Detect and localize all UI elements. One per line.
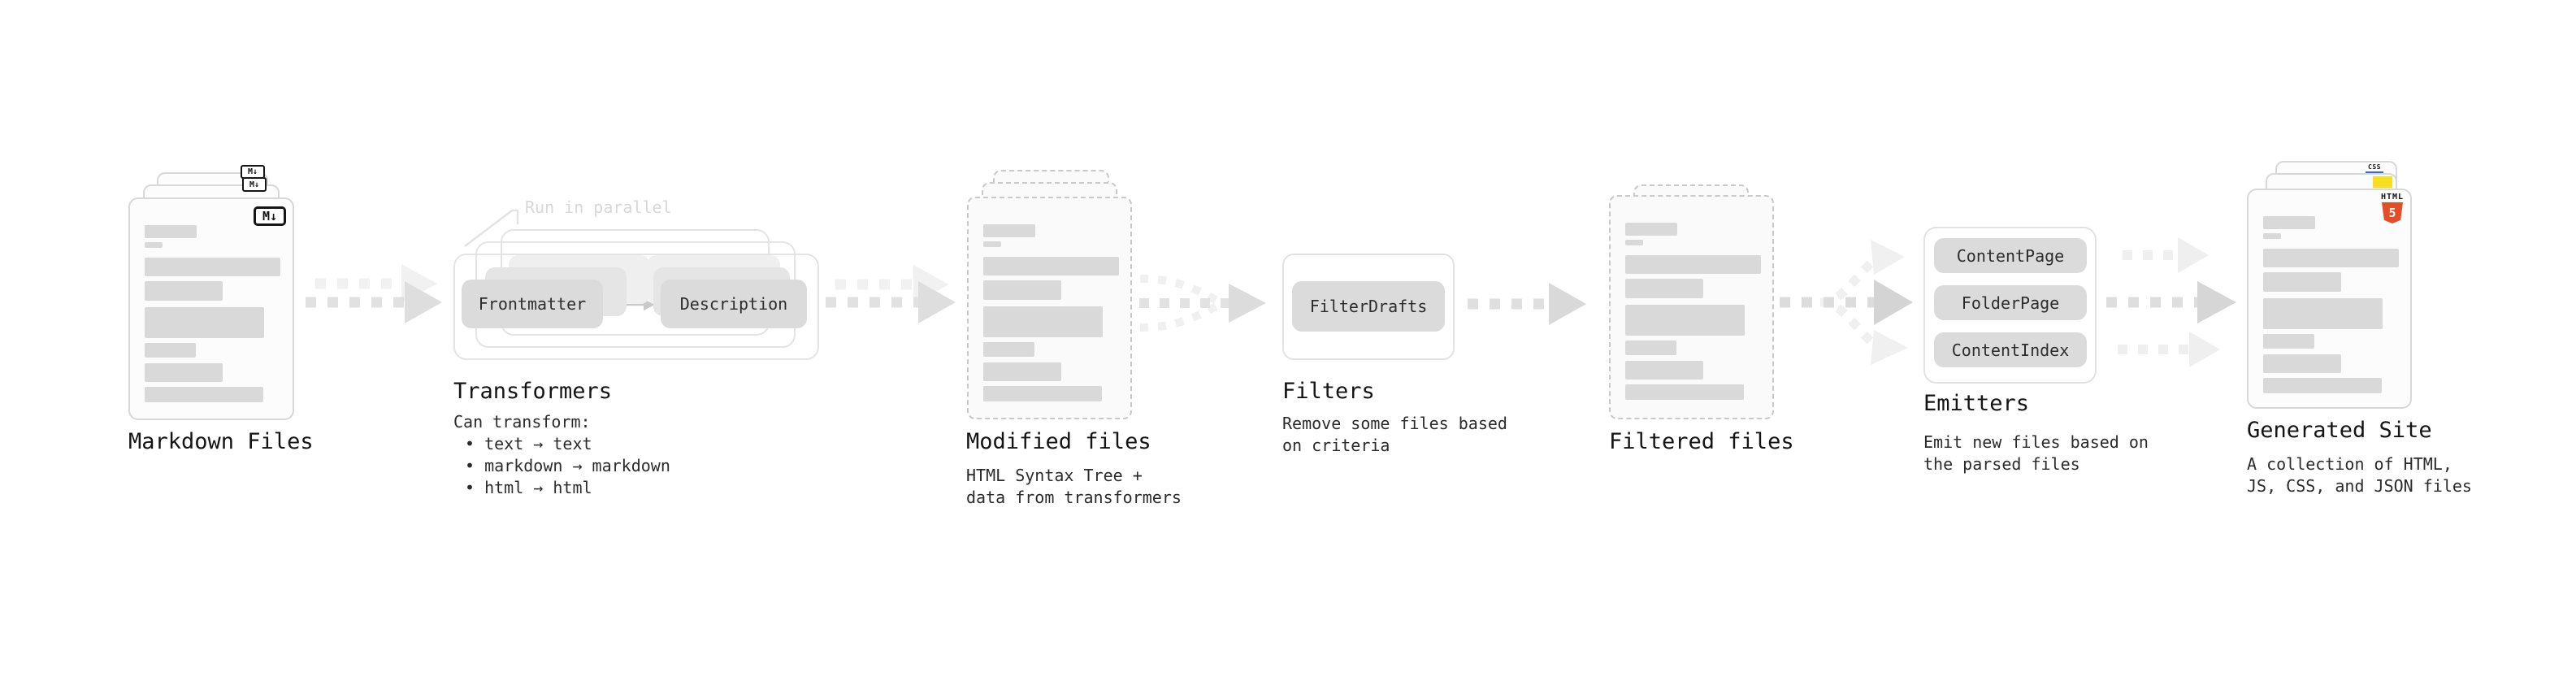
placeholder-bar [983, 280, 1061, 300]
arrow-filters-to-filtered-icon [1468, 283, 1586, 325]
placeholder-bar [145, 225, 197, 238]
transformers-bullet: • html → html [465, 478, 592, 497]
placeholder-bar [145, 307, 264, 338]
placeholder-bar [1625, 240, 1643, 245]
placeholder-bar [145, 258, 280, 276]
folderpage-pill: FolderPage [1934, 285, 2087, 320]
placeholder-bar [1625, 279, 1703, 298]
arrow-modified-to-filters-icon [1139, 275, 1266, 332]
html5-icon: HTML 5 [2380, 193, 2405, 223]
placeholder-bar [983, 224, 1035, 237]
modified-files-description: HTML Syntax Tree + data from transformer… [966, 466, 1182, 507]
filterdrafts-pill: FilterDrafts [1292, 281, 1445, 332]
markdown-icon: M↓ [254, 206, 286, 226]
placeholder-bar [983, 241, 1001, 247]
modified-file-front [967, 197, 1132, 419]
transformers-bullet: • markdown → markdown [465, 456, 670, 475]
placeholder-bar [983, 362, 1061, 381]
placeholder-bar [145, 281, 223, 301]
placeholder-bar [145, 343, 196, 358]
arrows-emitters-to-site-icon [2106, 237, 2236, 367]
placeholder-bar [983, 386, 1102, 401]
arrow-filtered-to-emitters-icon [1780, 240, 1913, 365]
contentindex-pill: ContentIndex [1934, 332, 2087, 367]
emitters-description: Emit new files based on the parsed files [1923, 432, 2149, 474]
arrow-transformers-to-modified-icon [826, 265, 956, 323]
placeholder-bar [145, 387, 263, 402]
run-in-parallel-note: Run in parallel [525, 197, 672, 217]
filters-label: Filters [1282, 379, 1375, 404]
js-icon [2373, 176, 2392, 188]
modified-files-label: Modified files [966, 429, 1151, 454]
markdown-files-label: Markdown Files [128, 429, 314, 454]
placeholder-bar [2263, 378, 2382, 393]
transformers-label: Transformers [453, 379, 613, 404]
html5-icon-text: HTML [2380, 193, 2405, 202]
placeholder-bar [1625, 340, 1676, 355]
placeholder-bar [1625, 361, 1703, 380]
transformers-desc-title: Can transform: [453, 412, 591, 432]
filtered-file-front [1609, 195, 1774, 419]
generated-site-description: A collection of HTML, JS, CSS, and JSON … [2247, 454, 2472, 496]
placeholder-bar [983, 306, 1103, 337]
placeholder-bar [145, 242, 163, 248]
css-icon-text: CSS [2368, 163, 2381, 171]
placeholder-bar [1625, 223, 1677, 236]
transformers-bullet: • text → text [465, 434, 592, 453]
markdown-file-front [128, 197, 294, 420]
frontmatter-pill: Frontmatter [462, 280, 603, 328]
placeholder-bar [2263, 334, 2314, 349]
filters-description: Remove some files based on criteria [1282, 414, 1507, 455]
placeholder-bar [983, 342, 1034, 357]
description-pill: Description [661, 280, 807, 328]
transformer-frame-front [453, 254, 819, 360]
placeholder-bar [2263, 298, 2383, 329]
placeholder-bar [2263, 233, 2281, 239]
placeholder-bar [1625, 255, 1761, 274]
emitters-label: Emitters [1923, 391, 2030, 416]
placeholder-bar [1625, 305, 1745, 336]
contentpage-pill: ContentPage [1934, 238, 2087, 273]
filtered-files-label: Filtered files [1609, 429, 1794, 454]
placeholder-bar [2263, 354, 2341, 373]
placeholder-bar [983, 257, 1119, 275]
placeholder-bar [2263, 216, 2315, 229]
arrow-markdown-to-transformers-icon [306, 264, 442, 323]
placeholder-bar [145, 363, 223, 382]
markdown-icon: M↓ [242, 177, 267, 192]
placeholder-bar [1625, 384, 1744, 400]
placeholder-bar [2263, 249, 2399, 267]
site-file-front [2247, 189, 2412, 409]
placeholder-bar [2263, 272, 2341, 292]
html5-icon-shield: 5 [2382, 202, 2403, 223]
generated-site-label: Generated Site [2247, 418, 2432, 443]
